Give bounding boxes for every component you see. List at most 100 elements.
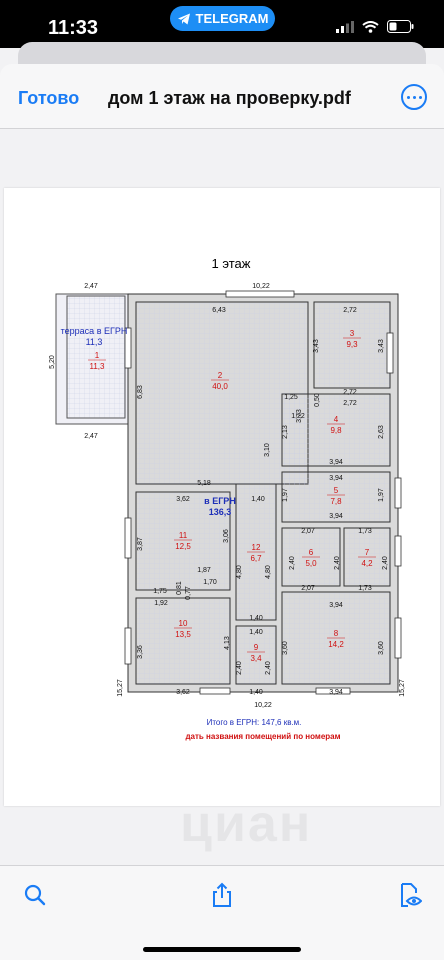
dimension-label: 3,36 — [137, 645, 144, 659]
status-time: 11:33 — [48, 17, 99, 39]
telegram-pill-label: TELEGRAM — [195, 11, 269, 26]
dimension-label: 1,92 — [154, 600, 168, 607]
battery-icon — [387, 20, 414, 33]
share-button[interactable] — [207, 880, 237, 910]
dimension-label: 3,94 — [329, 602, 343, 609]
dimension-label: 1,87 — [197, 567, 211, 574]
dimension-label: 10,22 — [252, 283, 270, 290]
dimension-label: 2,72 — [343, 307, 357, 314]
bottom-toolbar — [0, 865, 444, 960]
room-area: 14,2 — [328, 640, 344, 649]
more-dot-icon — [418, 95, 422, 99]
dimension-label: 3,60 — [378, 641, 385, 655]
more-dot-icon — [406, 95, 410, 99]
dimension-label: 2,13 — [282, 425, 289, 439]
room-number: 1 — [95, 351, 100, 360]
dimension-label: 5,18 — [197, 480, 211, 487]
dimension-label: 2,40 — [236, 661, 243, 675]
terrace-area: 11,3 — [86, 337, 103, 347]
dimension-label: 0,77 — [185, 586, 192, 600]
dimension-label: 3,94 — [329, 513, 343, 520]
dimension-label: 2,47 — [84, 283, 98, 290]
room-area: 12,5 — [175, 542, 191, 551]
room-labels: 111,3240,039,349,857,865,074,2814,293,41… — [88, 329, 376, 663]
total-area-note: Итого в ЕГРН: 147,6 кв.м. — [207, 718, 302, 727]
task-note: дать названия помещений по номерам — [185, 732, 340, 741]
search-icon — [24, 884, 46, 906]
room-number: 7 — [365, 548, 370, 557]
nav-bar: Готово дом 1 этаж на проверку.pdf — [0, 64, 444, 129]
dimension-label: 0,50 — [314, 393, 321, 407]
dimension-label: 4,13 — [224, 636, 231, 650]
dimension-label: 2,40 — [382, 556, 389, 570]
wifi-icon — [362, 20, 379, 33]
dimension-label: 2,07 — [301, 585, 315, 592]
room-12-area — [235, 483, 277, 621]
dimension-label: 2,47 — [84, 433, 98, 440]
status-icons — [336, 20, 414, 33]
dimension-label: 2,40 — [334, 556, 341, 570]
dimension-label: 2,72 — [343, 400, 357, 407]
dimension-label: 15,27 — [399, 679, 406, 697]
windows — [124, 290, 402, 695]
dimension-label: 3,62 — [176, 496, 190, 503]
dimension-label: 3,87 — [137, 537, 144, 551]
pdf-page[interactable]: 1 этаж — [4, 188, 440, 806]
egrn-area: 136,3 — [209, 507, 232, 517]
pdf-viewer-sheet: Готово дом 1 этаж на проверку.pdf 1 этаж — [0, 64, 444, 960]
room-area: 4,2 — [361, 559, 373, 568]
dimension-label: 1,40 — [251, 496, 265, 503]
markup-icon — [401, 883, 422, 907]
room-number: 3 — [350, 329, 355, 338]
dimension-label: 2,63 — [378, 425, 385, 439]
dimension-label: 3,73 — [296, 409, 303, 423]
room-area: 13,5 — [175, 630, 191, 639]
dimension-label: 1,97 — [378, 488, 385, 502]
room-number: 9 — [254, 643, 259, 652]
room-number: 6 — [309, 548, 314, 557]
floor-title: 1 этаж — [212, 256, 251, 271]
document-title: дом 1 этаж на проверку.pdf — [108, 88, 351, 108]
dimension-label: 4,80 — [236, 565, 243, 579]
dimension-label: 1,40 — [249, 615, 263, 622]
terrace-label: терраса в ЕГРН — [61, 326, 128, 336]
dimension-label: 15,27 — [117, 679, 124, 697]
dimension-label: 1,40 — [249, 629, 263, 636]
dimension-label: 1,97 — [282, 488, 289, 502]
telegram-back-pill[interactable]: TELEGRAM — [170, 6, 275, 31]
room-9-area — [235, 625, 277, 685]
room-number: 10 — [179, 619, 188, 628]
room-number: 5 — [334, 486, 339, 495]
dimension-label: 10,22 — [254, 702, 272, 709]
dimension-label: 4,80 — [265, 565, 272, 579]
dimension-label: 3,43 — [313, 339, 320, 353]
dimension-label: 2,40 — [265, 661, 272, 675]
telegram-icon — [177, 13, 190, 24]
dimension-label: 5,20 — [49, 355, 56, 369]
dimension-label: 2,07 — [301, 528, 315, 535]
dimension-label: 6,83 — [137, 385, 144, 399]
watermark-text: циан — [180, 795, 313, 853]
dimension-label: 1,40 — [249, 689, 263, 696]
signal-icon — [336, 20, 354, 33]
room-area: 9,8 — [330, 426, 342, 435]
home-indicator — [143, 947, 301, 952]
dimension-label: 3,06 — [223, 529, 230, 543]
room-area: 3,4 — [250, 654, 262, 663]
dimension-label: 1,22 — [291, 413, 305, 420]
dimension-label: 3,62 — [176, 689, 190, 696]
dimension-label: 1,73 — [358, 585, 372, 592]
room-area: 5,0 — [305, 559, 317, 568]
room-area: 11,3 — [90, 362, 106, 371]
dimension-label: 3,43 — [378, 339, 385, 353]
dimension-label: 0,81 — [176, 581, 183, 595]
more-options-button[interactable] — [401, 84, 427, 110]
done-button[interactable]: Готово — [18, 88, 80, 108]
dimension-label: 1,70 — [203, 579, 217, 586]
room-number: 11 — [179, 531, 188, 540]
search-button[interactable] — [20, 880, 50, 910]
room-4-area — [281, 393, 391, 467]
markup-button[interactable] — [394, 880, 424, 910]
room-number: 12 — [252, 543, 261, 552]
